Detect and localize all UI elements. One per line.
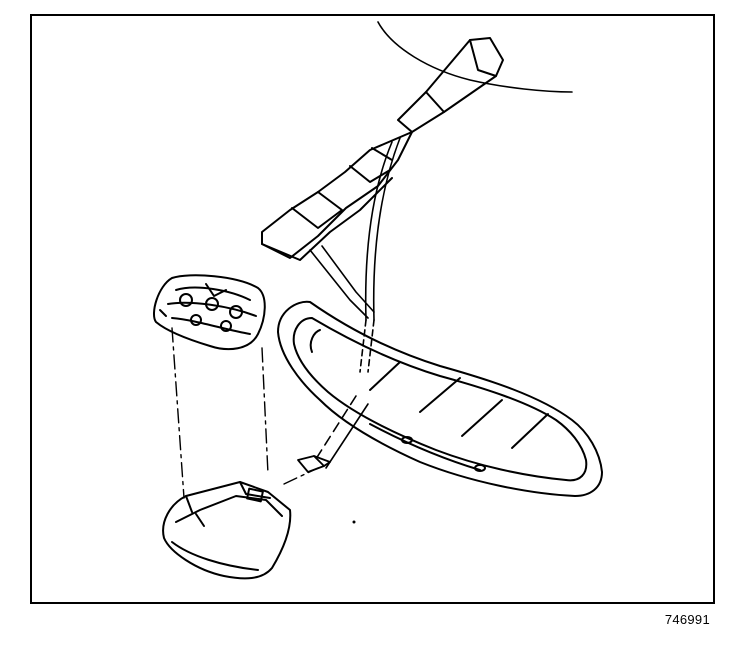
- windshield-edge: [377, 21, 573, 93]
- figure-frame: [30, 14, 715, 604]
- speck: [352, 520, 356, 524]
- alignment-lines: [171, 327, 319, 499]
- connector-plug: [297, 455, 331, 473]
- rearview-mirror: [277, 300, 603, 497]
- figure-code: 746991: [664, 612, 710, 627]
- cover-bottom: [162, 481, 292, 580]
- mirror-mount-bracket: [261, 37, 504, 261]
- cover-top: [153, 274, 266, 351]
